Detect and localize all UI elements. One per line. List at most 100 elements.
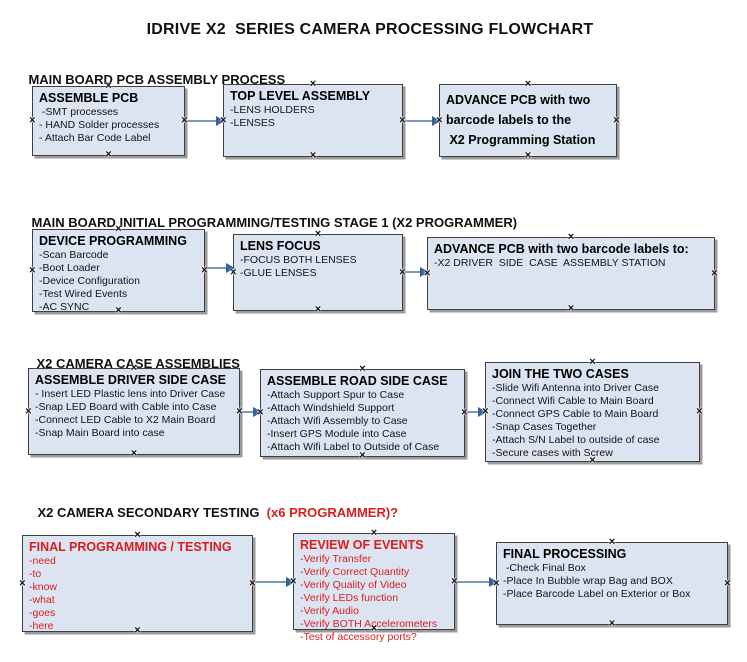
box-item: -Test of accessory ports?: [300, 631, 417, 643]
page-title: IDRIVE X2 SERIES CAMERA PROCESSING FLOWC…: [146, 21, 594, 38]
flow-arrow: [240, 407, 262, 417]
section-header-label: X2 CAMERA CASE ASSEMBLIES: [36, 356, 240, 371]
box-items: -Check Final Box-Place In Bubble wrap Ba…: [503, 562, 724, 601]
connection-point-icon: ×: [724, 577, 731, 589]
box-item: -Connect Wifi Cable to Main Board: [492, 395, 654, 407]
box-item: -GLUE LENSES: [240, 267, 317, 279]
box-item: -Place In Bubble wrap Bag and BOX: [503, 575, 673, 587]
box-title: ASSEMBLE PCB: [39, 91, 139, 105]
box-item: -Boot Loader: [39, 262, 100, 274]
box-item: -Verify Quality of Video: [300, 579, 407, 591]
box-title: JOIN THE TWO CASES: [492, 367, 629, 381]
box-item: -Snap Cases Together: [492, 421, 597, 433]
box-items: -Verify Transfer-Verify Correct Quantity…: [300, 553, 451, 644]
flow-box-review-of-events: REVIEW OF EVENTS -Verify Transfer-Verify…: [290, 527, 457, 643]
flow-box-top-level-assembly: TOP LEVEL ASSEMBLY -LENS HOLDERS-LENSES …: [220, 78, 405, 160]
box-item: -Connect GPS Cable to Main Board: [492, 408, 659, 420]
box-items: -need-to-know-what-goes-here: [29, 555, 249, 633]
box-item: - Insert LED Plastic lens into Driver Ca…: [35, 388, 226, 400]
box-item: -X2 DRIVER SIDE CASE ASSEMBLY STATION: [434, 257, 666, 269]
arrow-head-icon: [226, 263, 235, 273]
box-item: X2 Programming Station: [446, 133, 596, 147]
connection-point-icon: ×: [249, 577, 256, 589]
connection-point-icon: ×: [461, 406, 468, 419]
box-item: barcode labels to the: [446, 113, 572, 127]
box-item: -know: [29, 581, 58, 593]
arrow-head-icon: [420, 267, 429, 277]
connection-point-icon: ×: [711, 267, 718, 279]
section-header-pcb-assembly: MAIN BOARD PCB ASSEMBLY PROCESS: [14, 57, 285, 102]
arrow-head-icon: [478, 407, 487, 417]
box-item: -to: [29, 568, 42, 580]
connection-point-icon: ×: [105, 148, 112, 161]
flow-box-assemble-road-side-case: ASSEMBLE ROAD SIDE CASE -Attach Support …: [257, 363, 468, 460]
box-item: -Verify LEDs function: [300, 592, 399, 604]
box-item: -Device Configuration: [39, 275, 140, 287]
box-item: -Snap LED Board with Cable into Case: [35, 401, 217, 413]
box-item: -Verify BOTH Accelerometers: [300, 618, 438, 630]
section-header-label: X2 CAMERA SECONDARY TESTING: [37, 505, 267, 520]
flow-box-advance-pcb-driver-side-station: ADVANCE PCB with two barcode labels to: …: [424, 231, 718, 313]
section-header-case-assemblies: X2 CAMERA CASE ASSEMBLIES: [22, 341, 240, 386]
arrow-head-icon: [432, 116, 441, 126]
box-item: -Verify Transfer: [300, 553, 372, 565]
box-item: -Attach Windshield Support: [267, 402, 395, 414]
flow-arrow: [403, 116, 441, 126]
box-item: -Verify Correct Quantity: [300, 566, 410, 578]
connection-point-icon: ×: [130, 447, 138, 460]
box-title: ADVANCE PCB with two barcode labels to:: [434, 242, 689, 256]
box-item: -Slide Wifi Antenna into Driver Case: [492, 382, 659, 394]
box-item: - Attach Bar Code Label: [39, 132, 151, 144]
flow-box-lens-focus: LENS FOCUS -FOCUS BOTH LENSES-GLUE LENSE…: [230, 228, 405, 314]
box-item: -Insert GPS Module into Case: [267, 428, 407, 440]
connection-point-icon: ×: [25, 405, 32, 417]
section-header-red-label: (x6 PROGRAMMER)?: [266, 505, 399, 520]
box-item: -goes: [29, 607, 56, 619]
box-title: TOP LEVEL ASSEMBLY: [230, 89, 371, 103]
connection-point-icon: ×: [696, 405, 703, 418]
box-items: -Slide Wifi Antenna into Driver Case-Con…: [492, 382, 696, 460]
connection-point-icon: ×: [524, 77, 532, 90]
section-header-secondary-testing: X2 CAMERA SECONDARY TESTING (x6 PROGRAMM…: [23, 490, 398, 535]
flow-box-join-the-two-cases: JOIN THE TWO CASES -Slide Wifi Antenna i…: [482, 356, 703, 465]
arrow-head-icon: [253, 407, 262, 417]
flow-arrow: [455, 577, 498, 587]
flow-arrow: [465, 407, 487, 417]
flow-arrow: [185, 116, 225, 126]
box-item: -Attach Wifi Assembly to Case: [267, 415, 408, 427]
connection-point-icon: ×: [608, 617, 616, 630]
box-title: DEVICE PROGRAMMING: [39, 234, 187, 248]
arrow-head-icon: [286, 577, 295, 587]
box-item: -Secure cases with Screw: [492, 447, 613, 459]
box-item: -SMT processes: [39, 106, 119, 118]
flow-box-assemble-pcb: ASSEMBLE PCB -SMT processes- HAND Solder…: [29, 80, 187, 159]
box-item: -Attach S/N Label to outside of case: [492, 434, 660, 446]
flow-arrow: [205, 263, 235, 273]
section-header-label: MAIN BOARD INITIAL PROGRAMMING/TESTING S…: [31, 215, 518, 230]
box-title: ASSEMBLE ROAD SIDE CASE: [267, 374, 448, 388]
box-items: -Attach Support Spur to Case-Attach Wind…: [267, 389, 461, 454]
box-item: -here: [29, 620, 54, 632]
flow-arrow: [253, 577, 295, 587]
box-item: -Connect LED Cable to X2 Main Board: [35, 414, 216, 426]
section-header-initial-programming: MAIN BOARD INITIAL PROGRAMMING/TESTING S…: [17, 200, 517, 245]
connection-point-icon: ×: [524, 149, 532, 162]
box-item: -need: [29, 555, 56, 567]
box-item: -Place Barcode Label on Exterior or Box: [503, 588, 691, 600]
connection-point-icon: ×: [567, 302, 575, 315]
box-item: - HAND Solder processes: [39, 119, 160, 131]
flow-box-final-programming-testing: FINAL PROGRAMMING / TESTING -need-to-kno…: [19, 529, 256, 635]
box-item: -Attach Support Spur to Case: [267, 389, 405, 401]
connection-point-icon: ×: [314, 303, 322, 316]
box-item: -LENSES: [230, 117, 275, 129]
connection-point-icon: ×: [29, 264, 36, 276]
box-title: LENS FOCUS: [240, 239, 321, 253]
box-item: -what: [29, 594, 55, 606]
box-item: -Test Wired Events: [39, 288, 128, 300]
connection-point-icon: ×: [613, 114, 620, 126]
flow-box-assemble-driver-side-case: ASSEMBLE DRIVER SIDE CASE - Insert LED P…: [25, 362, 242, 458]
box-title: ASSEMBLE DRIVER SIDE CASE: [35, 373, 227, 387]
connection-point-icon: ×: [309, 149, 317, 162]
